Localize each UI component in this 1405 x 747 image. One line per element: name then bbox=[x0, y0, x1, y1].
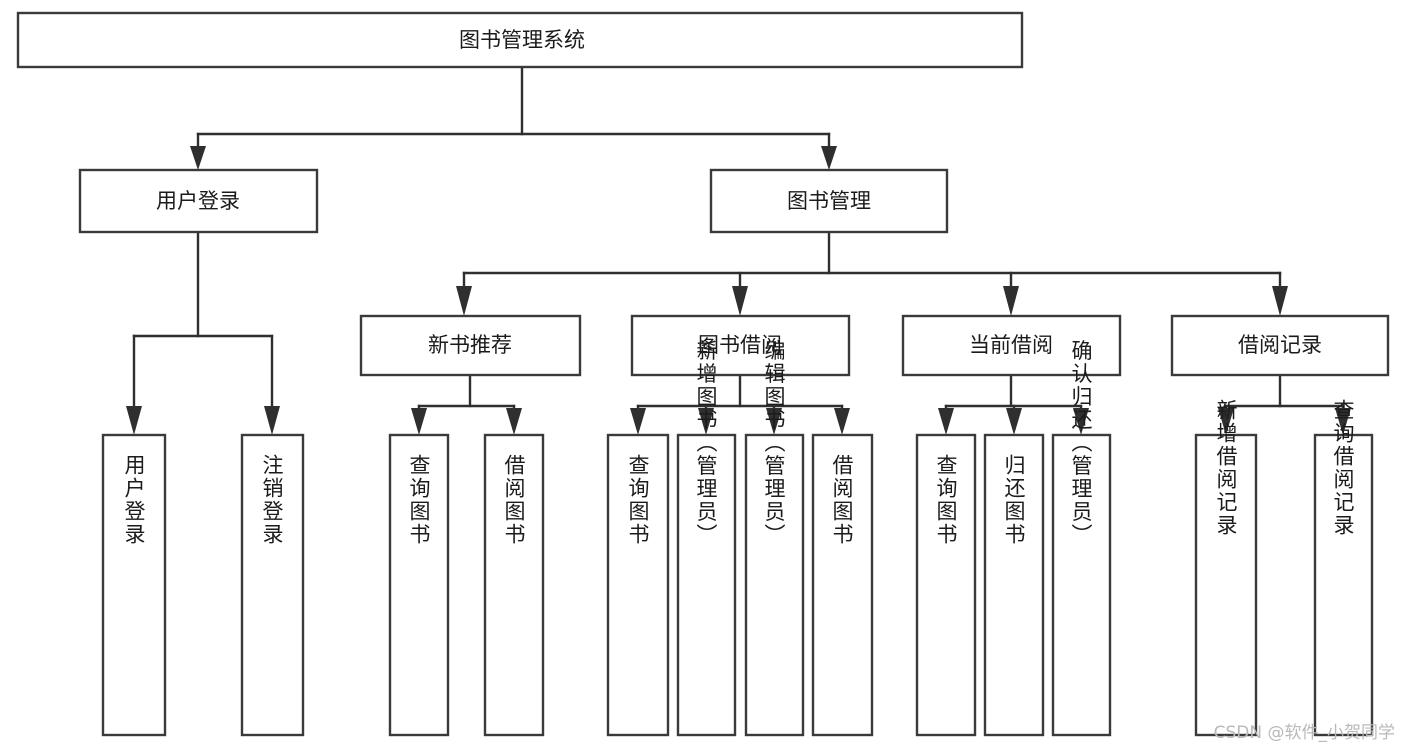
node-user-login-label: 用户登录 bbox=[156, 189, 240, 213]
edge-group-current-borrow-to-leaves bbox=[938, 373, 1089, 435]
node-leaf-user-login-box[interactable] bbox=[101, 433, 167, 737]
node-leaf-query-borrow-record-label: 查询借阅记录 bbox=[1331, 399, 1355, 537]
node-leaf-query-book-recommend[interactable]: 查询图书 bbox=[388, 433, 450, 737]
node-book-manage-label: 图书管理 bbox=[787, 189, 871, 213]
node-leaf-borrow-book-box[interactable] bbox=[811, 433, 874, 737]
node-leaf-logout-login-box[interactable] bbox=[240, 433, 305, 737]
edge-group-borrow-record-to-leaves bbox=[1218, 373, 1351, 435]
node-root[interactable]: 图书管理系统 bbox=[16, 11, 1024, 69]
node-book-borrow-label: 图书借阅 bbox=[698, 333, 782, 357]
node-root-label: 图书管理系统 bbox=[459, 28, 585, 52]
node-leaf-return-book-label: 归还图书 bbox=[1002, 454, 1026, 546]
arrow-head-leaf-query-borrow-record bbox=[1335, 408, 1351, 435]
node-leaf-confirm-return-admin-label: 确认归还（管理员） bbox=[1069, 340, 1093, 547]
arrow-head-leaf-borrow-book bbox=[834, 408, 850, 435]
node-leaf-query-book-current-box[interactable] bbox=[915, 433, 977, 737]
node-current-borrow-box[interactable] bbox=[901, 314, 1122, 377]
node-root-box[interactable] bbox=[16, 11, 1024, 69]
node-new-book-recommend-label: 新书推荐 bbox=[428, 333, 512, 357]
arrow-head-leaf-query-book-recommend bbox=[411, 408, 427, 435]
edge-group-user-login-to-leaves bbox=[126, 230, 280, 435]
node-leaf-add-borrow-record-box[interactable] bbox=[1194, 433, 1258, 737]
arrow-head-leaf-query-book-borrow bbox=[630, 408, 646, 435]
node-leaf-add-book-admin-box[interactable] bbox=[676, 433, 737, 737]
node-borrow-record-box[interactable] bbox=[1170, 314, 1390, 377]
arrow-head-book-manage bbox=[821, 146, 837, 170]
node-book-manage-box[interactable] bbox=[709, 168, 949, 234]
node-leaf-edit-book-admin[interactable]: 编辑图书（管理员） bbox=[744, 340, 805, 737]
node-leaf-query-book-borrow[interactable]: 查询图书 bbox=[606, 433, 670, 737]
arrow-head-leaf-return-book bbox=[1006, 408, 1022, 435]
node-leaf-logout-login[interactable]: 注销登录 bbox=[240, 433, 305, 737]
edge-group-book-manage-to-level2 bbox=[456, 230, 1288, 316]
node-leaf-return-book-box[interactable] bbox=[983, 433, 1045, 737]
edge-group-root-to-level1 bbox=[190, 65, 837, 170]
node-leaf-borrow-book-recommend-label: 借阅图书 bbox=[502, 454, 526, 546]
node-book-manage[interactable]: 图书管理 bbox=[709, 168, 949, 234]
arrow-head-leaf-user-login bbox=[126, 406, 142, 435]
node-leaf-user-login-label: 用户登录 bbox=[122, 454, 146, 546]
arrow-head-leaf-query-book-current bbox=[938, 408, 954, 435]
node-current-borrow-label: 当前借阅 bbox=[969, 333, 1053, 357]
arrow-head-leaf-edit-book-admin bbox=[766, 408, 782, 435]
node-book-borrow-box[interactable] bbox=[630, 314, 851, 377]
node-current-borrow[interactable]: 当前借阅 bbox=[901, 314, 1122, 377]
node-leaf-confirm-return-admin[interactable]: 确认归还（管理员） bbox=[1051, 340, 1112, 737]
arrow-head-user-login bbox=[190, 146, 206, 170]
csdn-watermark: CSDN @软件_小贺同学 bbox=[1213, 723, 1395, 743]
arrow-head-leaf-add-book-admin bbox=[698, 408, 714, 435]
node-leaf-query-book-borrow-box[interactable] bbox=[606, 433, 670, 737]
node-leaf-add-borrow-record-label: 新增借阅记录 bbox=[1214, 399, 1238, 537]
node-new-book-recommend-box[interactable] bbox=[359, 314, 582, 377]
node-leaf-borrow-book[interactable]: 借阅图书 bbox=[811, 433, 874, 737]
arrow-head-leaf-confirm-return-admin bbox=[1073, 408, 1089, 435]
node-borrow-record[interactable]: 借阅记录 bbox=[1170, 314, 1390, 377]
node-leaf-borrow-book-label: 借阅图书 bbox=[830, 454, 854, 546]
node-leaf-edit-book-admin-label: 编辑图书（管理员） bbox=[762, 340, 786, 547]
node-leaf-query-borrow-record[interactable]: 查询借阅记录 bbox=[1313, 399, 1374, 737]
node-leaf-query-borrow-record-box[interactable] bbox=[1313, 433, 1374, 737]
edge-group-new-book-recommend-to-leaves bbox=[411, 373, 522, 435]
arrow-head-leaf-add-borrow-record bbox=[1218, 408, 1234, 435]
edge-group-book-borrow-to-leaves bbox=[630, 373, 850, 435]
node-leaf-add-borrow-record[interactable]: 新增借阅记录 bbox=[1194, 399, 1258, 737]
node-leaf-borrow-book-recommend[interactable]: 借阅图书 bbox=[483, 433, 545, 737]
node-leaf-logout-login-label: 注销登录 bbox=[260, 454, 284, 546]
node-borrow-record-label: 借阅记录 bbox=[1238, 333, 1322, 357]
node-user-login[interactable]: 用户登录 bbox=[78, 168, 319, 234]
arrow-head-leaf-logout-login bbox=[264, 406, 280, 435]
node-leaf-query-book-current-label: 查询图书 bbox=[934, 454, 958, 546]
node-leaf-borrow-book-recommend-box[interactable] bbox=[483, 433, 545, 737]
arrow-head-leaf-borrow-book-recommend bbox=[506, 408, 522, 435]
node-leaf-query-book-recommend-label: 查询图书 bbox=[407, 454, 431, 546]
node-book-borrow[interactable]: 图书借阅 bbox=[630, 314, 851, 377]
node-leaf-user-login[interactable]: 用户登录 bbox=[101, 433, 167, 737]
node-leaf-add-book-admin-label: 新增图书（管理员） bbox=[694, 340, 718, 547]
node-leaf-query-book-current[interactable]: 查询图书 bbox=[915, 433, 977, 737]
node-leaf-add-book-admin[interactable]: 新增图书（管理员） bbox=[676, 340, 737, 737]
node-user-login-box[interactable] bbox=[78, 168, 319, 234]
node-new-book-recommend[interactable]: 新书推荐 bbox=[359, 314, 582, 377]
node-leaf-query-book-borrow-label: 查询图书 bbox=[626, 454, 650, 546]
node-leaf-confirm-return-admin-box[interactable] bbox=[1051, 433, 1112, 737]
arrow-head-new-book-recommend bbox=[456, 286, 472, 316]
node-leaf-edit-book-admin-box[interactable] bbox=[744, 433, 805, 737]
node-leaf-query-book-recommend-box[interactable] bbox=[388, 433, 450, 737]
node-leaf-return-book[interactable]: 归还图书 bbox=[983, 433, 1045, 737]
arrow-head-borrow-record bbox=[1272, 286, 1288, 316]
arrow-head-book-borrow bbox=[732, 286, 748, 316]
arrow-head-current-borrow bbox=[1003, 286, 1019, 316]
